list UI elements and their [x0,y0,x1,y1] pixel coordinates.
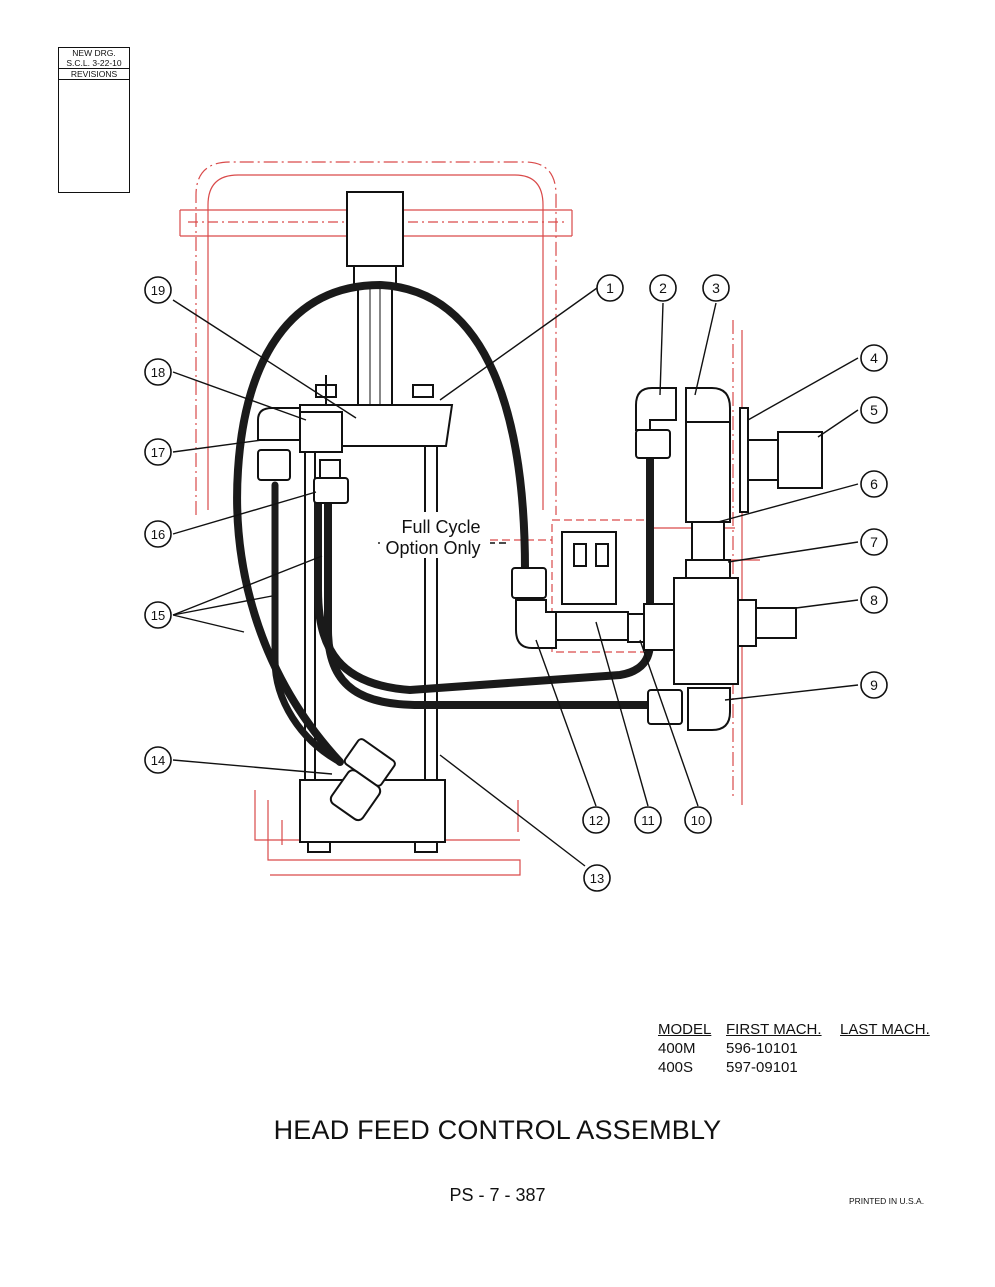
callout-text-17: 17 [151,445,165,460]
callout-text-12: 12 [589,813,603,828]
callout-5 [860,396,888,424]
callout-12 [582,806,610,834]
callout-13 [583,864,611,892]
callout-text-1: 1 [606,280,614,296]
drawing-title: HEAD FEED CONTROL ASSEMBLY [273,1115,722,1145]
revision-label: REVISIONS [59,68,129,79]
model-table-row: 400S 597-09101 [658,1058,930,1077]
callout-text-6: 6 [870,476,878,492]
callout-text-11: 11 [641,813,655,828]
callout-2 [649,274,677,302]
callout-numbers: 1 2 3 4 5 6 7 8 9 10 11 12 13 14 15 16 1… [151,280,878,886]
callout-text-19: 19 [151,283,165,298]
callout-8 [860,586,888,614]
callout-7 [860,528,888,556]
header-first-mach: FIRST MACH. [726,1021,822,1038]
callout-text-5: 5 [870,402,878,418]
callout-14 [144,746,172,774]
callout-11 [634,806,662,834]
callout-circles [144,274,888,892]
callout-text-8: 8 [870,592,878,608]
callout-text-18: 18 [151,365,165,380]
revision-box: NEW DRG. S.C.L. 3-22-10 REVISIONS [58,47,130,193]
callout-text-2: 2 [659,280,667,296]
callout-15 [144,601,172,629]
callout-text-10: 10 [691,813,705,828]
callout-text-14: 14 [151,753,165,768]
callout-4 [860,344,888,372]
assembly-diagram: 1 2 3 4 5 6 7 8 9 10 11 12 13 14 15 16 1… [144,161,888,892]
callout-text-4: 4 [870,350,878,366]
header-last-mach: LAST MACH. [840,1021,930,1038]
full-cycle-note-line-2: Option Only [385,538,480,558]
model-cell: 400S [658,1059,694,1076]
callout-19 [144,276,172,304]
full-cycle-note-line-1: Full Cycle [401,517,480,537]
hoses [233,280,654,766]
callout-text-3: 3 [712,280,720,296]
callout-text-9: 9 [870,677,878,693]
callout-text-13: 13 [590,871,604,886]
callout-3 [702,274,730,302]
callout-18 [144,358,172,386]
fittings [257,387,823,822]
header-model: MODEL [658,1021,712,1038]
revision-line-2: S.C.L. 3-22-10 [66,58,122,68]
first-mach-cell: 597-09101 [726,1059,798,1076]
callout-6 [860,470,888,498]
model-table-header: MODEL FIRST MACH. LAST MACH. [658,1020,930,1039]
callout-17 [144,438,172,466]
model-cell: 400M [658,1040,696,1057]
callout-text-16: 16 [151,527,165,542]
callout-10 [684,806,712,834]
revision-line-1: NEW DRG. [72,48,116,58]
callout-1 [596,274,624,302]
callout-text-15: 15 [151,608,165,623]
model-table: MODEL FIRST MACH. LAST MACH. 400M 596-10… [658,1020,930,1077]
first-mach-cell: 596-10101 [726,1040,798,1057]
callout-9 [860,671,888,699]
revision-divider [59,79,129,86]
callout-text-7: 7 [870,534,878,550]
printed-in-usa: PRINTED IN U.S.A. [849,1196,925,1206]
leader-lines [172,287,859,867]
model-table-row: 400M 596-10101 [658,1039,930,1058]
page-number: PS - 7 - 387 [449,1185,546,1205]
callout-16 [144,520,172,548]
